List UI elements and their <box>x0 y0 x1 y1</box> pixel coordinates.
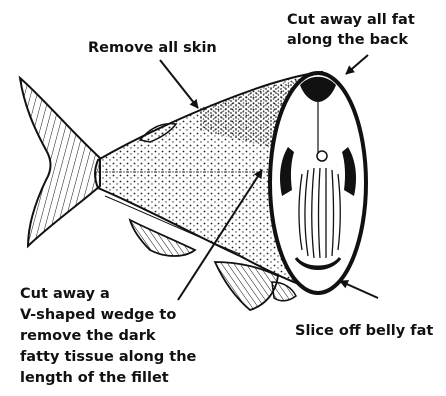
arrow-cut-back <box>346 55 368 74</box>
label-belly-fat: Slice off belly fat <box>295 321 433 341</box>
label-remove-skin: Remove all skin <box>88 38 217 58</box>
small-ventral-fin <box>272 282 296 301</box>
tail-fin <box>20 78 100 246</box>
label-v-wedge-line-3: remove the dark <box>20 326 196 347</box>
label-cut-back-fat: Cut away all fat along the back <box>287 10 415 50</box>
arrow-remove-skin <box>160 60 198 108</box>
fillet-cross-section <box>270 73 366 293</box>
label-v-wedge-line-2: V-shaped wedge to <box>20 305 196 326</box>
label-cut-back-line-2: along the back <box>287 30 415 50</box>
label-v-wedge-line-5: length of the fillet <box>20 368 196 389</box>
arrow-belly-fat <box>340 281 378 298</box>
label-v-wedge-line-1: Cut away a <box>20 284 196 305</box>
label-v-wedge: Cut away a V-shaped wedge to remove the … <box>20 284 196 389</box>
label-cut-back-line-1: Cut away all fat <box>287 10 415 30</box>
label-belly-fat-text: Slice off belly fat <box>295 323 433 339</box>
label-remove-skin-text: Remove all skin <box>88 40 217 56</box>
label-v-wedge-line-4: fatty tissue along the <box>20 347 196 368</box>
